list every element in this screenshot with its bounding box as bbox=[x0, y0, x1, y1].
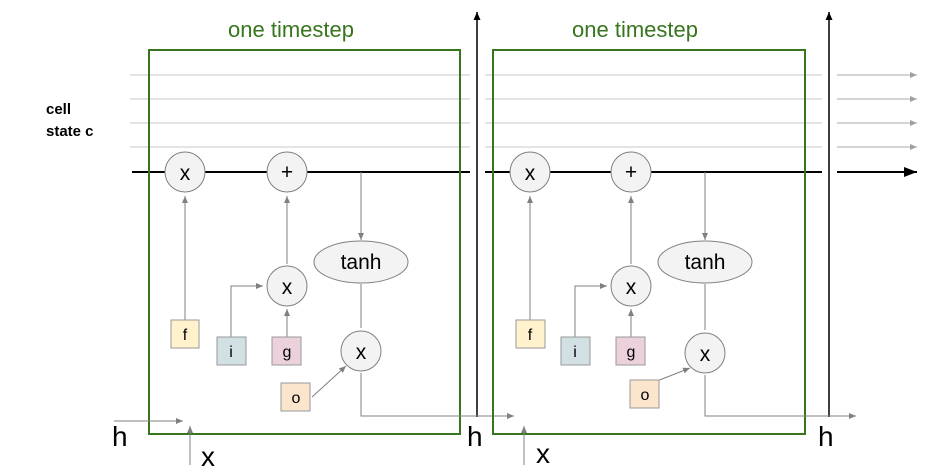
add-op-2 bbox=[610, 151, 652, 193]
gate-g-1 bbox=[271, 336, 302, 366]
tanh-label-2: tanh bbox=[685, 251, 726, 274]
gate-i-label-2: i bbox=[573, 344, 577, 361]
timestep-title-1: one timestep bbox=[228, 17, 354, 42]
x-label-1: x bbox=[201, 441, 215, 472]
tanh-label-1: tanh bbox=[341, 251, 382, 274]
add-symbol-1: + bbox=[281, 161, 293, 184]
o-to-mult-arrow-1 bbox=[311, 365, 347, 398]
timestep-box-2 bbox=[492, 49, 806, 435]
gate-f-2 bbox=[515, 319, 546, 349]
h-label-2: h bbox=[467, 421, 483, 452]
x-label-2: x bbox=[536, 438, 550, 469]
forget-multiply-op-1 bbox=[164, 151, 206, 193]
gate-o-1 bbox=[280, 382, 311, 412]
h-label-3: h bbox=[818, 421, 834, 452]
i-to-mult-arrow-2 bbox=[574, 283, 607, 337]
h-out-line-2 bbox=[704, 375, 856, 419]
gate-g-2 bbox=[615, 336, 646, 366]
gate-o-label-1: o bbox=[292, 390, 301, 407]
i-to-mult-arrow-1 bbox=[230, 283, 263, 337]
tanh-op-2 bbox=[657, 240, 753, 284]
timestep-title-2: one timestep bbox=[572, 17, 698, 42]
input-multiply-symbol-2: x bbox=[626, 276, 637, 299]
gate-o-label-2: o bbox=[641, 387, 650, 404]
gate-f-label-2: f bbox=[528, 327, 533, 344]
tanh-op-1 bbox=[313, 240, 409, 284]
h-label-1: h bbox=[112, 421, 128, 452]
timestep-2: one timestep x + x tanh x f i g o bbox=[492, 17, 856, 465]
timestep-box-1 bbox=[148, 49, 461, 435]
output-multiply-op-2 bbox=[684, 332, 726, 374]
gate-o-2 bbox=[629, 379, 660, 409]
input-multiply-symbol-1: x bbox=[282, 276, 293, 299]
timestep-1: one timestep x + x tanh x f i bbox=[114, 17, 514, 465]
h-out-line-1 bbox=[360, 373, 514, 419]
forget-multiply-symbol-1: x bbox=[180, 162, 191, 185]
faint-lines-left bbox=[130, 74, 470, 148]
gate-g-label-1: g bbox=[283, 344, 292, 361]
cell-state-label-line2: state c bbox=[46, 123, 94, 140]
gate-f-1 bbox=[170, 319, 200, 349]
forget-multiply-symbol-2: x bbox=[525, 162, 536, 185]
output-multiply-symbol-2: x bbox=[700, 343, 711, 366]
forget-multiply-op-2 bbox=[509, 151, 551, 193]
faint-lines-middle bbox=[485, 74, 822, 148]
cell-state-label-line1: cell bbox=[46, 101, 71, 118]
gate-i-2 bbox=[560, 336, 591, 366]
add-op-1 bbox=[266, 151, 308, 193]
gate-f-label-1: f bbox=[183, 327, 188, 344]
input-multiply-op-2 bbox=[610, 265, 652, 307]
o-to-mult-arrow-2 bbox=[656, 367, 691, 382]
gate-g-label-2: g bbox=[627, 344, 636, 361]
output-multiply-symbol-1: x bbox=[356, 341, 367, 364]
input-multiply-op-1 bbox=[266, 265, 308, 307]
add-symbol-2: + bbox=[625, 161, 637, 184]
gate-i-label-1: i bbox=[229, 344, 233, 361]
output-multiply-op-1 bbox=[340, 330, 382, 372]
faint-lines-right bbox=[837, 72, 917, 150]
gate-i-1 bbox=[216, 336, 247, 366]
